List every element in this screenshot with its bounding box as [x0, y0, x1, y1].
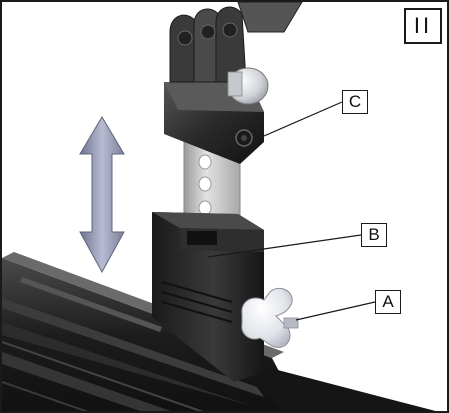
callout-label-a: A [375, 290, 401, 314]
clamp-body [152, 212, 264, 382]
step-number-label: II [404, 8, 442, 44]
mount-prongs [169, 2, 303, 83]
knob-screw [241, 287, 299, 348]
callout-label-b: B [361, 223, 387, 247]
callout-label-c: C [342, 90, 368, 114]
up-down-arrow-icon [79, 116, 125, 274]
nut [227, 67, 269, 105]
leader-lines [207, 101, 376, 321]
